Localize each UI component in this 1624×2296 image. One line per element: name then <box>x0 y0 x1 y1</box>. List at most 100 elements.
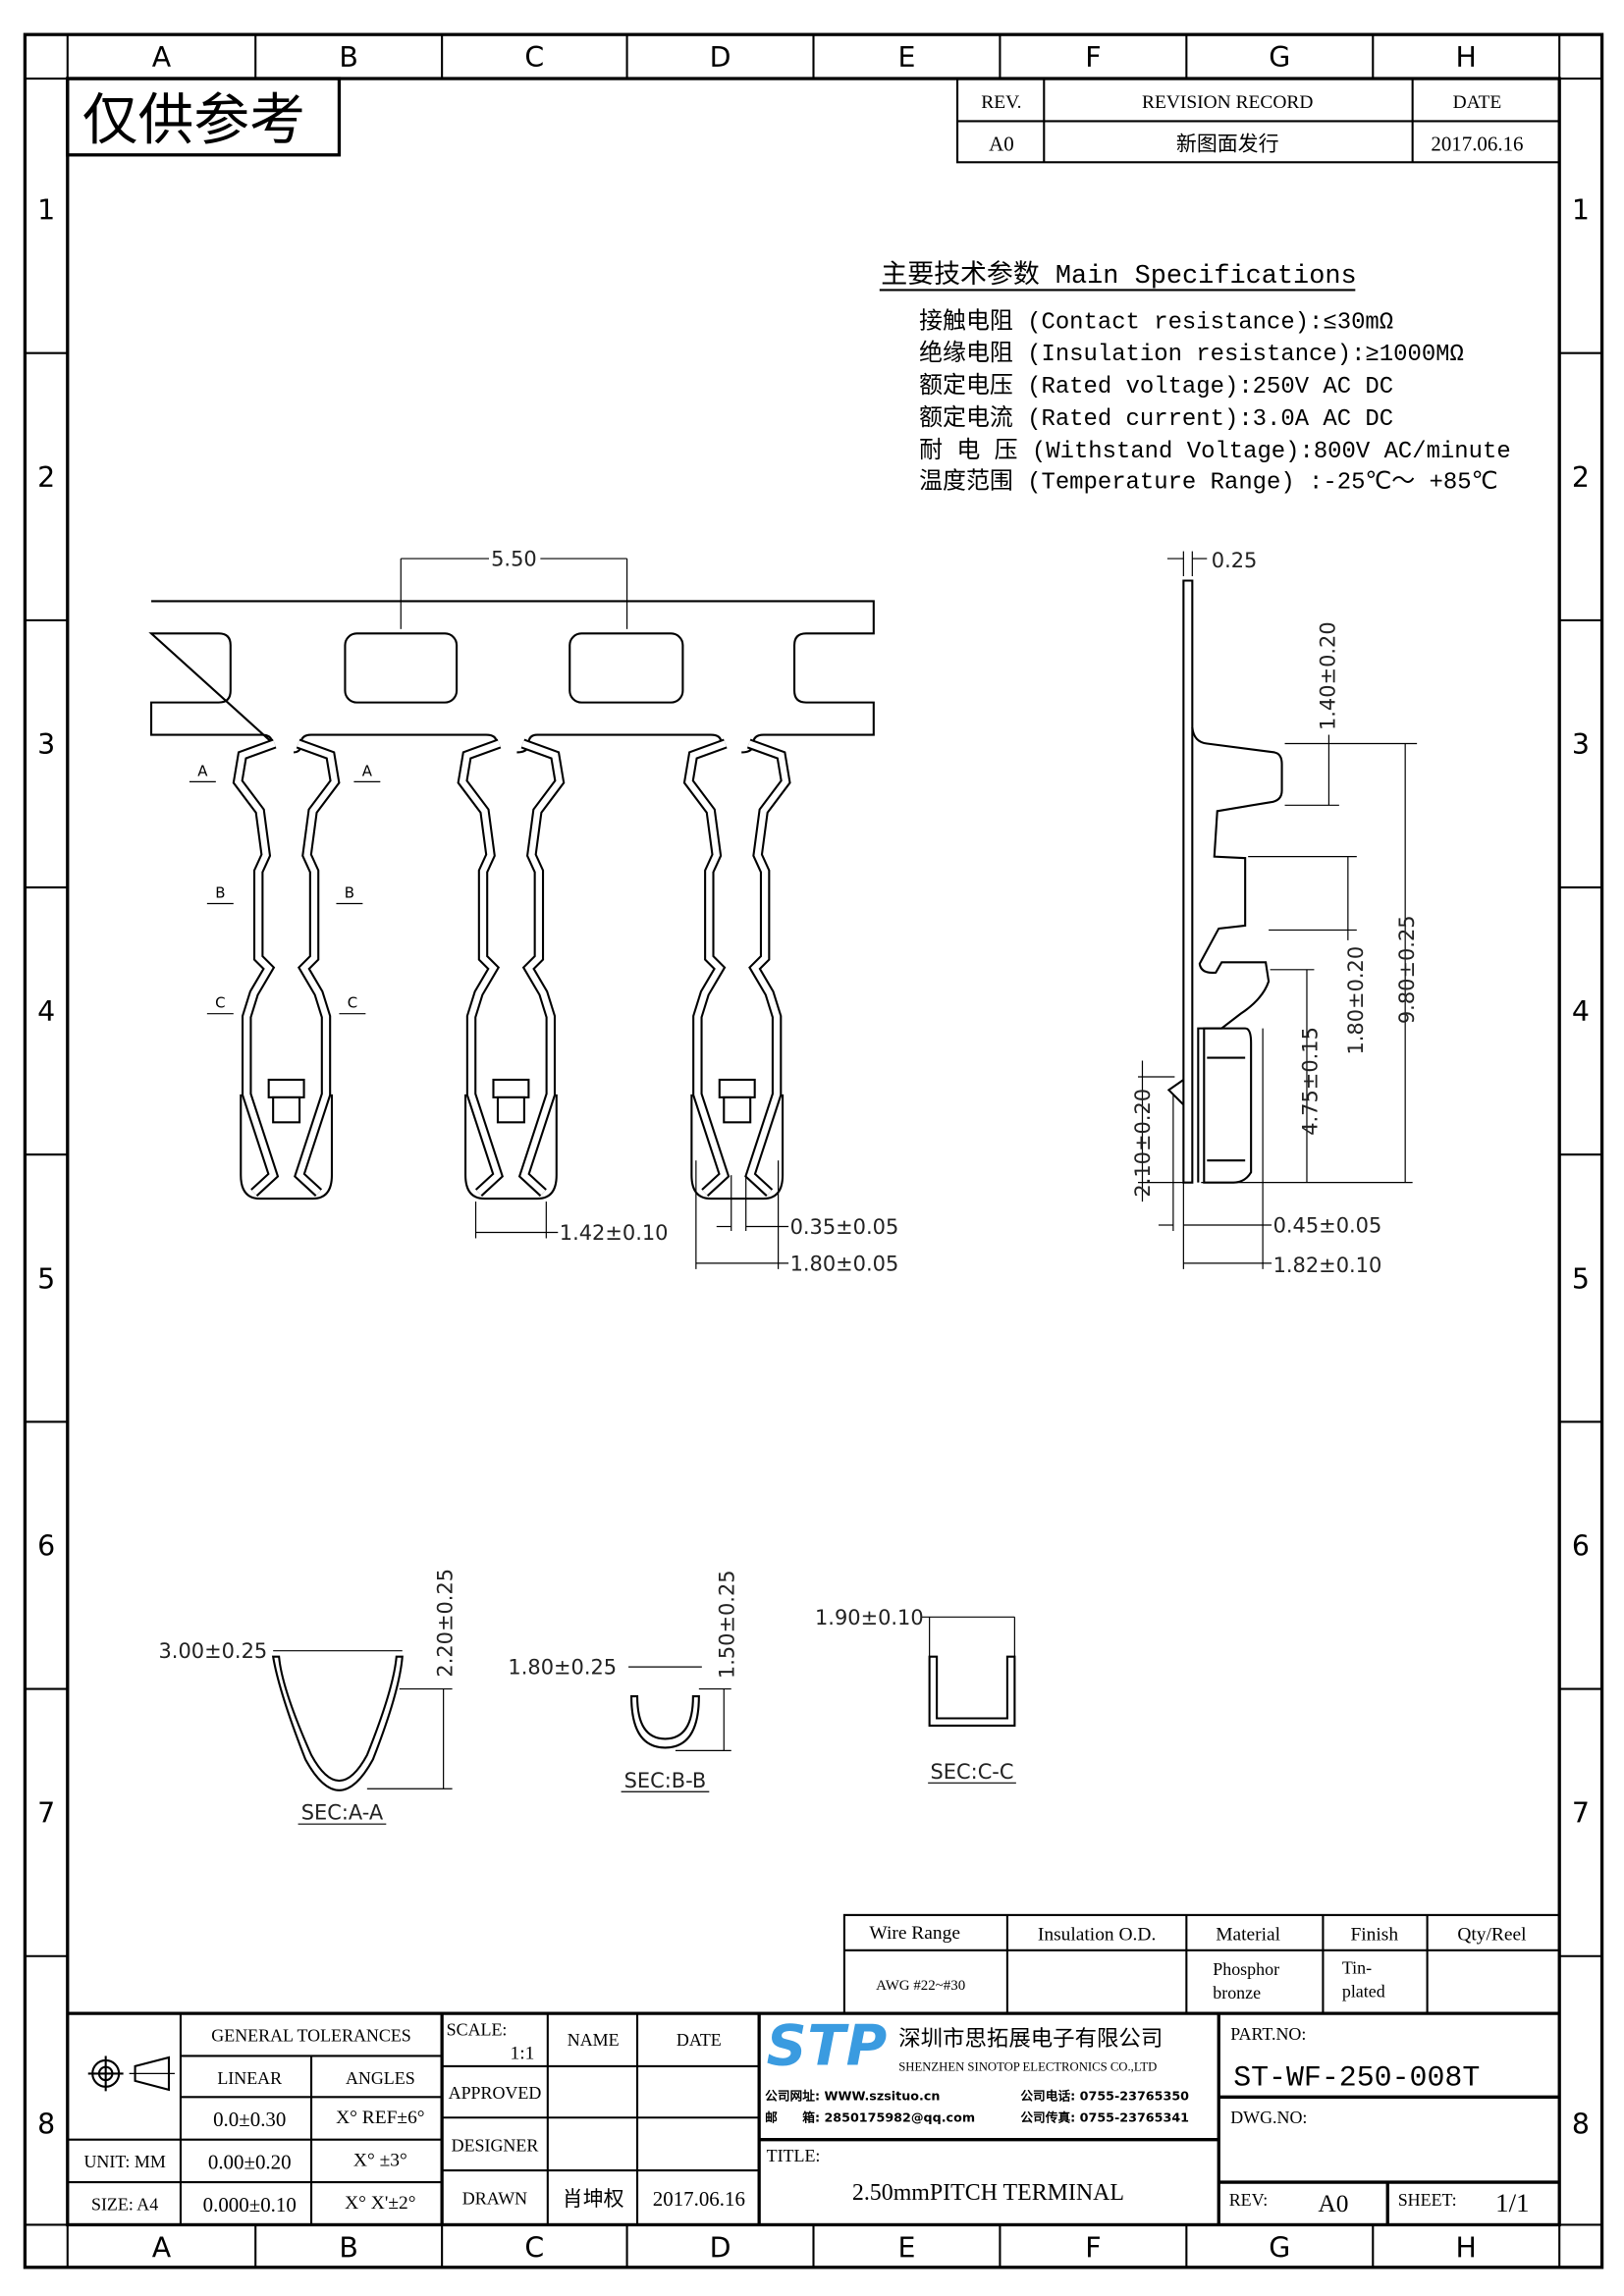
part-no-label: PART.NO: <box>1230 2024 1306 2044</box>
section-mark: A <box>362 762 373 779</box>
drawing-title: 2.50mmPITCH TERMINAL <box>852 2180 1124 2206</box>
zone-row-label: 6 <box>37 1529 55 1562</box>
section-b-height: 1.50±0.25 <box>716 1570 739 1679</box>
bottom-width-dimension: 1.42±0.10 <box>560 1221 669 1245</box>
terminal <box>232 738 341 1201</box>
zone-col-label: D <box>710 2231 731 2264</box>
company-phone: 公司电话: 0755-23765350 <box>1020 2088 1189 2103</box>
zone-row-label: 3 <box>1572 728 1590 761</box>
company-email: 邮 箱: 2850175982@qq.com <box>765 2110 975 2125</box>
spec-withstand-voltage: 耐 电 压 (Withstand Voltage):800V AC/minute <box>919 437 1511 465</box>
revision-description: 新图面发行 <box>1176 132 1279 155</box>
terminal-barrel <box>464 1094 558 1201</box>
zone-col-label: H <box>1456 2231 1477 2264</box>
rev-value: A0 <box>989 132 1014 155</box>
zone-col-label: F <box>1085 2231 1101 2264</box>
zone-row-label: 5 <box>37 1262 55 1295</box>
approved-label: APPROVED <box>449 2083 542 2103</box>
gap-dimension: 0.35±0.05 <box>790 1215 899 1239</box>
dwg-no-label: DWG.NO: <box>1230 2108 1307 2127</box>
designer-label: DESIGNER <box>452 2136 539 2156</box>
zone-row-label: 4 <box>37 995 55 1028</box>
section-c-width: 1.90±0.10 <box>815 1606 924 1629</box>
section-a-height: 2.20±0.25 <box>434 1569 458 1678</box>
spec-rated-current: 额定电流 (Rated current):3.0A AC DC <box>919 404 1393 433</box>
drawn-name: 肖坤权 <box>563 2187 624 2211</box>
angle-tol-1: X° REF±6° <box>336 2108 424 2128</box>
zone-col-label: A <box>152 41 172 74</box>
lance-offset-dimension: 0.45±0.05 <box>1273 1213 1382 1237</box>
section-a-width: 3.00±0.25 <box>159 1639 268 1663</box>
terminal-barrel <box>690 1094 785 1201</box>
section-c-label: SEC:C-C <box>931 1760 1014 1784</box>
spec-temperature-range: 温度范围 (Temperature Range) :-25℃～ +85℃ <box>919 467 1497 496</box>
linear-tol-1: 0.0±0.30 <box>213 2108 286 2131</box>
thickness-dimension: 0.25 <box>1212 549 1258 572</box>
zone-row-label: 5 <box>1572 1262 1590 1295</box>
section-c-c: 1.90±0.10 SEC:C-C <box>815 1606 1016 1784</box>
spec-rated-voltage: 额定电压 (Rated voltage):250V AC DC <box>919 372 1393 400</box>
header-wire-range: Wire Range <box>869 1923 960 1944</box>
pitch-dimension: 5.50 <box>491 548 537 571</box>
zone-row-label: 6 <box>1572 1529 1590 1562</box>
projection-symbol-icon <box>87 2056 175 2092</box>
date-header-block: DATE <box>677 2030 722 2050</box>
title-label: TITLE: <box>767 2146 821 2165</box>
drawn-date: 2017.06.16 <box>653 2187 745 2211</box>
section-a-label: SEC:A-A <box>301 1801 384 1825</box>
zone-col-label: D <box>710 41 731 74</box>
name-header: NAME <box>568 2030 620 2050</box>
header-material: Material <box>1216 1924 1280 1945</box>
header-finish: Finish <box>1350 1924 1398 1945</box>
zone-col-label: C <box>524 41 544 74</box>
side-view: 0.25 1.40±0.20 1.80±0.20 4.75±0.15 9.80±… <box>1131 549 1419 1277</box>
reference-only-stamp: 仅供参考 <box>82 87 305 152</box>
title-block: GENERAL TOLERANCES LINEAR ANGLES 0.0±0.3… <box>67 2011 1560 2225</box>
overall-height-dimension: 9.80±0.25 <box>1395 915 1419 1024</box>
svg-text:STP: STP <box>767 2013 888 2078</box>
company-logo: STP <box>767 2013 888 2078</box>
zone-row-label: 4 <box>1572 995 1590 1028</box>
terminal <box>682 738 791 1201</box>
lance-height-dimension: 2.10±0.20 <box>1131 1089 1155 1198</box>
drawn-label: DRAWN <box>462 2188 527 2208</box>
date-header: DATE <box>1453 92 1502 113</box>
finish-value-line1: Tin- <box>1342 1958 1372 1978</box>
linear-tol-2: 0.00±0.20 <box>208 2151 292 2174</box>
zone-row-label: 1 <box>1572 194 1590 227</box>
terminal-barrel <box>240 1094 334 1201</box>
zone-col-label: G <box>1269 2231 1290 2264</box>
pilot-hole <box>344 632 459 704</box>
zone-row-label: 8 <box>1572 2109 1590 2141</box>
spec-insulation-resistance: 绝缘电阻 (Insulation resistance):≥1000MΩ <box>919 340 1464 368</box>
zone-col-label: C <box>524 2231 544 2264</box>
revision-record: REV. REVISION RECORD DATE A0 新图面发行 2017.… <box>956 77 1561 164</box>
zone-col-label: E <box>897 41 915 74</box>
section-b-width: 1.80±0.25 <box>508 1656 617 1680</box>
tine-height-dimension: 1.40±0.20 <box>1316 621 1339 730</box>
scale-label: SCALE: <box>447 2020 508 2040</box>
company-website: 公司网址: WWW.szsituo.cn <box>765 2088 940 2103</box>
section-mark: B <box>215 884 225 902</box>
scale-value: 1:1 <box>511 2043 535 2063</box>
revision-record-header: REVISION RECORD <box>1142 92 1313 113</box>
zone-col-label: H <box>1456 41 1477 74</box>
header-qty-reel: Qty/Reel <box>1457 1924 1527 1945</box>
angle-tol-3: X° X'±2° <box>345 2193 415 2214</box>
section-mark: C <box>215 994 225 1012</box>
zone-row-label: 8 <box>37 2109 55 2141</box>
rev-header: REV. <box>981 92 1021 113</box>
company-fax: 公司传真: 0755-23765341 <box>1020 2110 1189 2125</box>
zone-row-label: 1 <box>37 194 55 227</box>
zone-col-label: B <box>339 2231 358 2264</box>
general-tolerances-label: GENERAL TOLERANCES <box>211 2025 410 2045</box>
main-specifications: 主要技术参数 Main Specifications 接触电阻 (Contact… <box>879 259 1511 496</box>
material-value-line1: Phosphor <box>1213 1959 1279 1979</box>
window-height-dimension: 1.80±0.20 <box>1344 946 1368 1055</box>
rev-value-block: A0 <box>1318 2190 1348 2217</box>
zone-col-label: B <box>339 41 358 74</box>
section-mark: B <box>345 884 354 902</box>
